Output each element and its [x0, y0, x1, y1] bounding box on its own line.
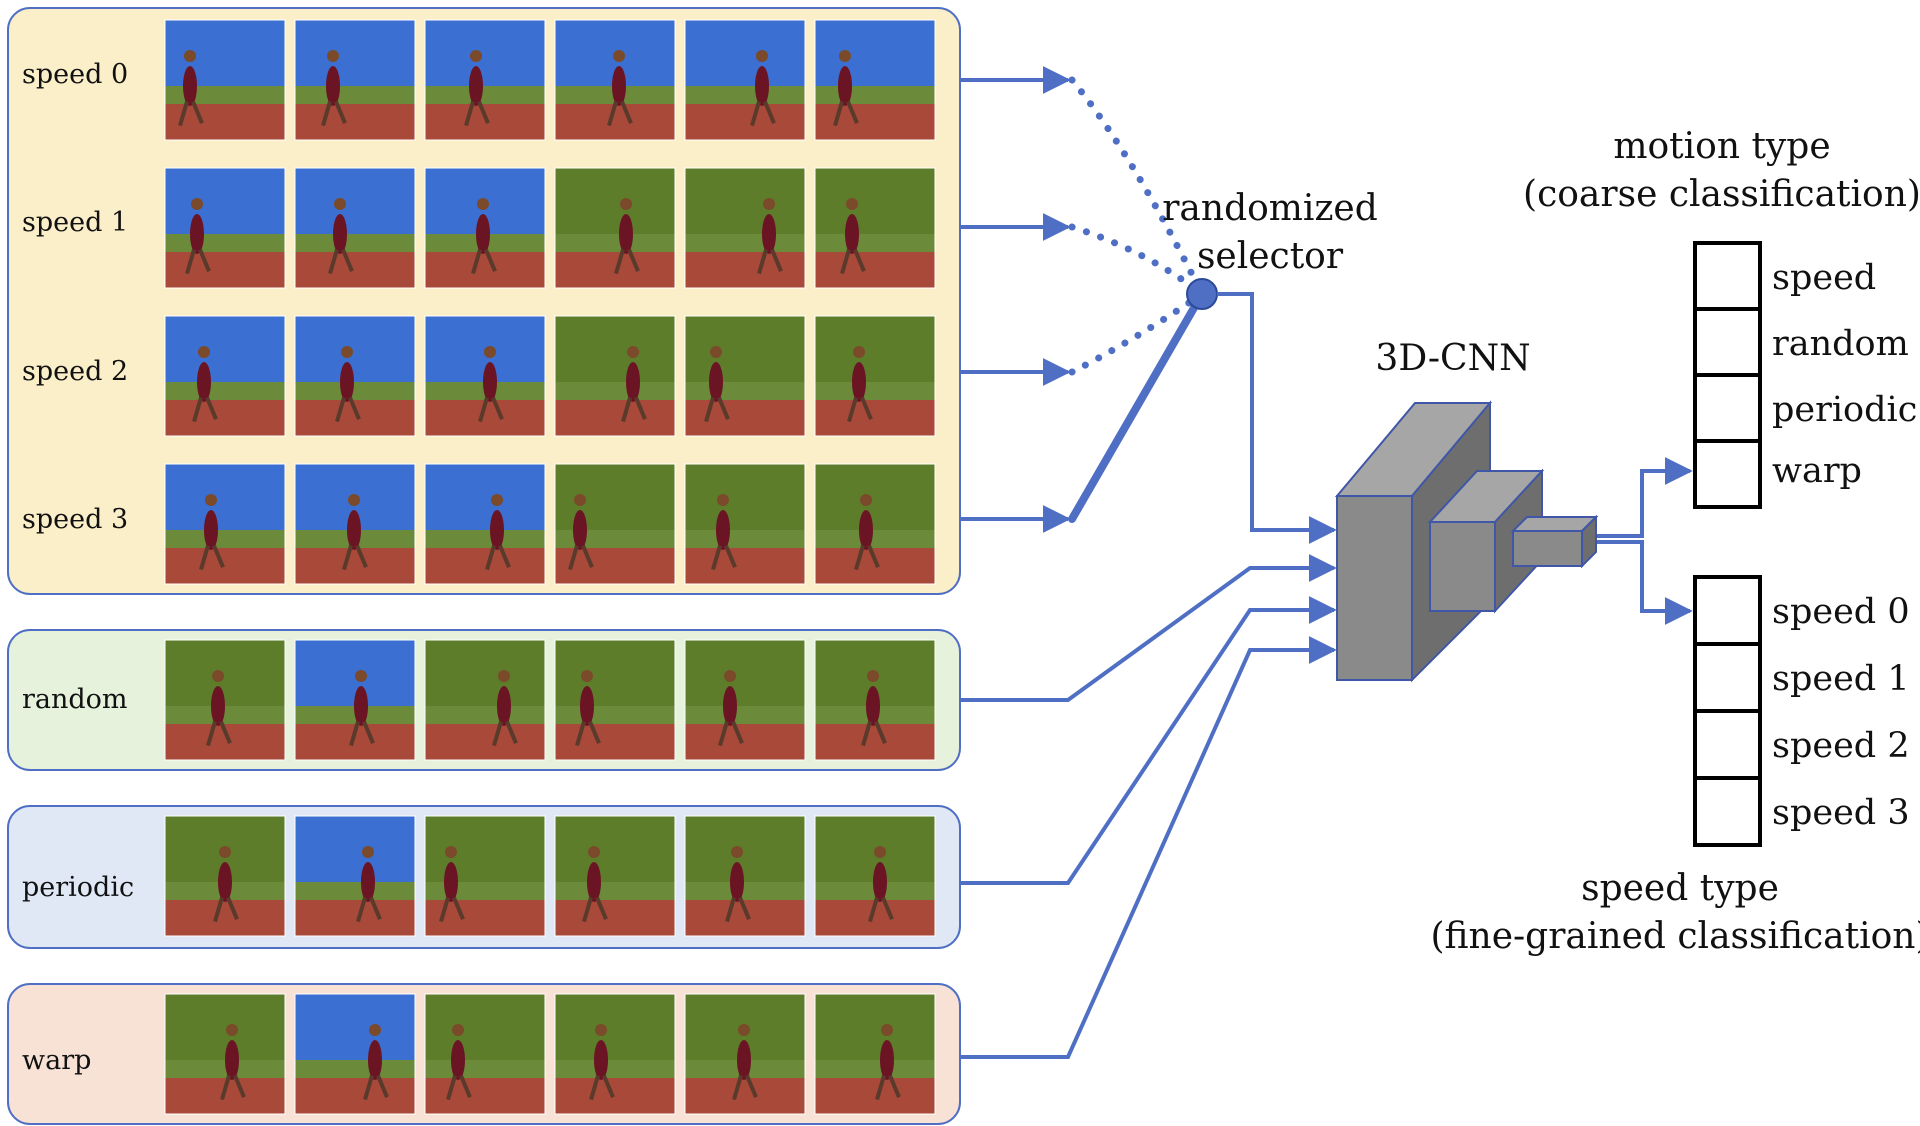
video-frame-thumbnail — [294, 815, 416, 937]
video-frame-thumbnail — [814, 167, 936, 289]
motion-class-periodic: periodic — [1772, 390, 1917, 430]
video-frame-thumbnail — [164, 167, 286, 289]
video-frame-thumbnail — [814, 463, 936, 585]
video-frame-thumbnail — [684, 815, 806, 937]
video-frame-thumbnail — [554, 463, 676, 585]
speed-input-arrows — [960, 66, 1071, 533]
speed-class-0: speed 0 — [1772, 592, 1910, 632]
row-label-speed-0: speed 0 — [22, 59, 128, 90]
video-frame-thumbnail — [684, 19, 806, 141]
video-frame-thumbnail — [294, 19, 416, 141]
video-frame-thumbnail — [814, 19, 936, 141]
video-frame-thumbnail — [684, 315, 806, 437]
row-label-speed-1: speed 1 — [22, 207, 128, 238]
video-frame-thumbnail — [164, 463, 286, 585]
selector-to-cnn-arrow — [1217, 292, 1337, 544]
video-frame-thumbnail — [424, 639, 546, 761]
row-label-periodic: periodic — [22, 872, 134, 903]
video-frame-thumbnail — [814, 315, 936, 437]
motion-class-speed: speed — [1772, 258, 1876, 298]
speed-class-1: speed 1 — [1772, 659, 1910, 699]
speed-class-2: speed 2 — [1772, 726, 1910, 766]
video-frame-thumbnail — [814, 639, 936, 761]
video-frame-thumbnail — [684, 463, 806, 585]
video-frame-thumbnail — [814, 993, 936, 1115]
cnn-label: 3D-CNN — [1375, 338, 1530, 379]
video-frame-thumbnail — [554, 993, 676, 1115]
row-label-speed-2: speed 2 — [22, 356, 128, 387]
selector-node-icon — [1186, 278, 1218, 310]
video-frame-thumbnail — [684, 639, 806, 761]
video-frame-thumbnail — [684, 167, 806, 289]
row-label-warp: warp — [22, 1045, 91, 1076]
motion-class-warp: warp — [1772, 451, 1862, 491]
motion-output-boxes — [1693, 241, 1762, 509]
video-frame-thumbnail — [814, 815, 936, 937]
motion-type-title: motion type — [1613, 126, 1830, 167]
group-to-cnn-arrows — [960, 554, 1337, 1059]
video-frame-thumbnail — [294, 639, 416, 761]
video-frame-thumbnail — [554, 815, 676, 937]
frame-thumbnails — [164, 19, 936, 1115]
speed-class-3: speed 3 — [1772, 793, 1910, 833]
video-frame-thumbnail — [164, 315, 286, 437]
motion-class-random: random — [1772, 324, 1909, 364]
cnn-to-output-arrows — [1597, 457, 1693, 625]
video-frame-thumbnail — [294, 463, 416, 585]
video-frame-thumbnail — [164, 19, 286, 141]
selector-label-line2: selector — [1197, 236, 1344, 277]
selector-active-path — [1068, 290, 1206, 523]
video-frame-thumbnail — [164, 639, 286, 761]
video-frame-thumbnail — [164, 993, 286, 1115]
video-frame-thumbnail — [684, 993, 806, 1115]
video-frame-thumbnail — [554, 19, 676, 141]
video-frame-thumbnail — [554, 315, 676, 437]
video-frame-thumbnail — [424, 815, 546, 937]
speed-type-subtitle: (fine-grained classification) — [1430, 916, 1920, 957]
speed-output-boxes — [1693, 575, 1762, 847]
selector-label-line1: randomized — [1162, 188, 1378, 229]
video-frame-thumbnail — [294, 993, 416, 1115]
video-frame-thumbnail — [554, 639, 676, 761]
video-frame-thumbnail — [424, 167, 546, 289]
video-frame-thumbnail — [424, 463, 546, 585]
motion-type-subtitle: (coarse classification) — [1523, 174, 1920, 215]
group-speed-panel — [7, 7, 961, 595]
video-frame-thumbnail — [554, 167, 676, 289]
video-frame-thumbnail — [294, 167, 416, 289]
video-frame-thumbnail — [424, 315, 546, 437]
selector-dotted-paths — [1068, 76, 1206, 376]
row-label-speed-3: speed 3 — [22, 504, 128, 535]
cnn-block — [1334, 400, 1599, 683]
video-frame-thumbnail — [294, 315, 416, 437]
video-frame-thumbnail — [424, 993, 546, 1115]
video-frame-thumbnail — [424, 19, 546, 141]
row-label-random: random — [22, 684, 128, 715]
video-frame-thumbnail — [164, 815, 286, 937]
speed-type-title: speed type — [1581, 868, 1779, 909]
